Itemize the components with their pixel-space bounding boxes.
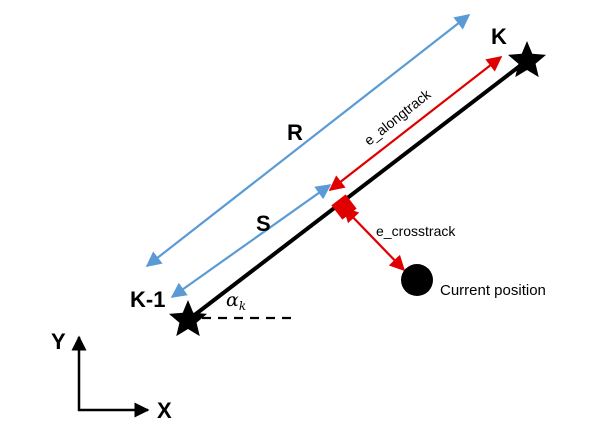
waypoint-k-star-icon xyxy=(507,41,547,78)
heading-angle-label: αk xyxy=(226,289,246,313)
angle-subscript: k xyxy=(239,299,246,313)
cross-track-error-label: e_crosstrack xyxy=(376,223,456,239)
right-angle-marker xyxy=(331,194,357,220)
progress-distance-label: S xyxy=(256,211,271,236)
cross-track-error-arrow xyxy=(342,206,406,272)
current-position-label: Current position xyxy=(440,282,546,299)
y-axis-label: Y xyxy=(51,329,66,354)
along-track-error-arrow xyxy=(328,56,503,191)
waypoint-k-label: K xyxy=(491,24,507,49)
progress-distance-arrow xyxy=(170,184,332,298)
waypoint-k-minus-1-star-icon xyxy=(168,300,208,337)
total-distance-label: R xyxy=(287,120,303,145)
waypoint-k-minus-1-label: K-1 xyxy=(130,287,165,312)
current-position-dot xyxy=(401,264,433,296)
angle-symbol: α xyxy=(226,289,239,311)
x-axis-label: X xyxy=(157,398,172,423)
